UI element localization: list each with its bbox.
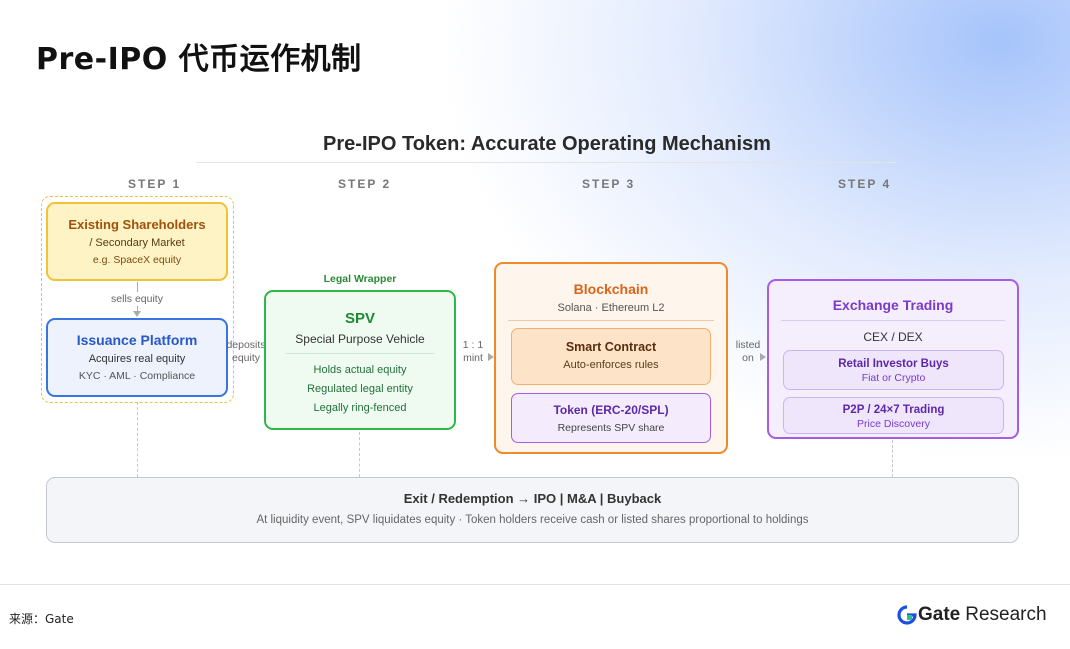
spv-subtitle: Special Purpose Vehicle <box>295 332 425 346</box>
issuance-line1: Acquires real equity <box>88 353 186 365</box>
connector-step1-exit <box>137 402 138 477</box>
arrow-down-icon <box>133 311 141 317</box>
footer-divider <box>0 584 1070 585</box>
diagram-title: Pre-IPO Token: Accurate Operating Mechan… <box>323 133 771 155</box>
step-4-label: STEP 4 <box>838 177 892 191</box>
step-3-label: STEP 3 <box>582 177 636 191</box>
exchange-divider <box>781 320 1005 321</box>
shareholders-title: Existing Shareholders <box>68 217 206 232</box>
spv-box: SPV Special Purpose Vehicle Holds actual… <box>264 290 456 430</box>
retail-subtitle: Fiat or Crypto <box>861 372 926 384</box>
exit-redemption-box: Exit / Redemption → IPO | M&A | Buyback … <box>46 477 1019 543</box>
link2-line2: mint <box>463 352 483 364</box>
link3-line1: listed <box>735 339 761 351</box>
sells-equity-label: sells equity <box>111 293 163 305</box>
link1-line2: equity <box>231 352 261 364</box>
title-divider <box>196 162 896 163</box>
retail-investor-box: Retail Investor Buys Fiat or Crypto <box>783 350 1004 390</box>
spv-items: Holds actual equity Regulated legal enti… <box>266 361 454 418</box>
arrow-down-icon <box>137 282 138 292</box>
mint-label: 1 : 1 mint <box>458 339 488 365</box>
link1-line1: deposits <box>226 339 266 351</box>
legal-wrapper-label: Legal Wrapper <box>323 273 397 285</box>
link2-line1: 1 : 1 <box>462 339 484 351</box>
token-title: Token (ERC-20/SPL) <box>553 403 669 417</box>
spv-item: Regulated legal entity <box>307 383 413 395</box>
p2p-trading-box: P2P / 24×7 Trading Price Discovery <box>783 397 1004 434</box>
smart-contract-title: Smart Contract <box>565 340 657 354</box>
blockchain-subtitle: Solana · Ethereum L2 <box>557 302 665 314</box>
p2p-subtitle: Price Discovery <box>857 418 930 430</box>
token-subtitle: Represents SPV share <box>557 422 665 434</box>
retail-title: Retail Investor Buys <box>838 358 949 370</box>
smart-contract-subtitle: Auto-enforces rules <box>563 359 659 371</box>
exchange-subtitle: CEX / DEX <box>863 330 923 344</box>
gate-logo-icon <box>897 605 917 625</box>
connector-step2-exit <box>359 432 360 477</box>
step-1-label: STEP 1 <box>128 177 182 191</box>
connector-step4-exit <box>892 440 893 477</box>
arrow-right-icon <box>488 353 494 361</box>
exchange-title: Exchange Trading <box>832 297 954 313</box>
arrow-down-icon <box>137 306 138 314</box>
blockchain-title: Blockchain <box>573 281 649 297</box>
spv-item: Holds actual equity <box>313 364 407 376</box>
issuance-title: Issuance Platform <box>76 332 198 348</box>
shareholders-box: Existing Shareholders / Secondary Market… <box>46 202 228 281</box>
issuance-line2: KYC · AML · Compliance <box>78 370 196 382</box>
shareholders-line1: / Secondary Market <box>89 237 185 249</box>
step-2-label: STEP 2 <box>338 177 392 191</box>
token-box: Token (ERC-20/SPL) Represents SPV share <box>511 393 711 443</box>
deposits-equity-label: deposits equity <box>226 339 266 365</box>
brand-suffix: Research <box>965 604 1047 625</box>
source-label: 来源：Gate <box>9 612 74 626</box>
brand-name: Gate <box>918 604 961 625</box>
exit-title: Exit / Redemption → IPO | M&A | Buyback <box>403 491 662 506</box>
p2p-title: P2P / 24×7 Trading <box>842 404 945 416</box>
step1-group <box>41 196 234 403</box>
spv-title: SPV <box>344 310 375 327</box>
link3-line2: on <box>742 352 754 364</box>
spv-item: Legally ring-fenced <box>313 402 407 414</box>
spv-divider <box>286 353 434 354</box>
blockchain-divider <box>508 320 714 321</box>
shareholders-line2: e.g. SpaceX equity <box>92 254 182 266</box>
gate-research-logo: Gate Research <box>897 604 1047 626</box>
page-title: Pre-IPO 代币运作机制 <box>36 42 362 77</box>
listed-on-label: listed on <box>730 339 766 365</box>
issuance-platform-box: Issuance Platform Acquires real equity K… <box>46 318 228 397</box>
smart-contract-box: Smart Contract Auto-enforces rules <box>511 328 711 385</box>
arrow-right-icon <box>760 353 766 361</box>
exit-subtitle: At liquidity event, SPV liquidates equit… <box>256 514 809 526</box>
